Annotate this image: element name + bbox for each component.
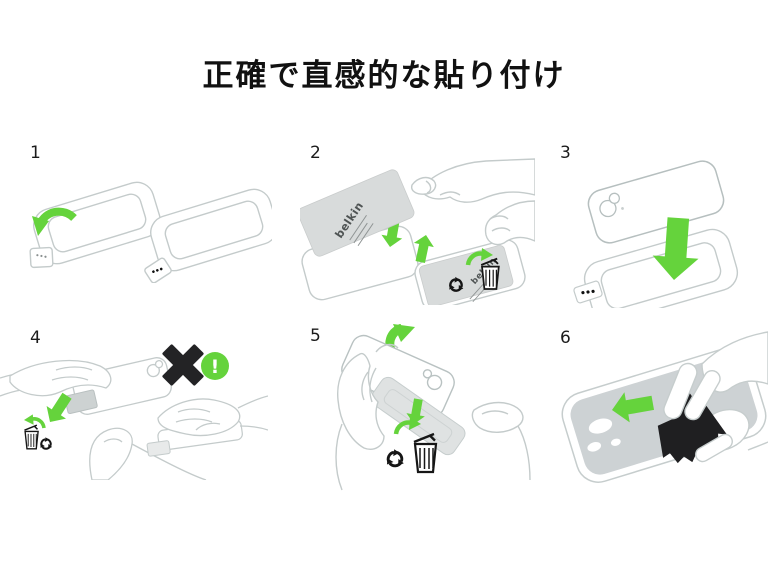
- step-2-illustration: belkin belkin: [300, 158, 535, 305]
- hand-illustration-2: [471, 401, 531, 481]
- hand-illustration-3: [157, 395, 268, 437]
- tray-flap-illustration: [573, 280, 603, 304]
- step-number-3: 3: [560, 143, 571, 163]
- hand-illustration-2: [89, 427, 207, 480]
- phone-with-liner-illustration: belkin: [414, 239, 526, 305]
- warning-mark: !: [211, 356, 220, 378]
- step-4-illustration: !: [0, 344, 268, 480]
- recycle-icon: [382, 447, 406, 470]
- step-5-illustration: [335, 324, 531, 491]
- hand-illustration: [9, 359, 112, 397]
- phone-back-illustration: [341, 334, 455, 418]
- flip-arrow-icon: [32, 207, 77, 236]
- step-number-4: 4: [30, 328, 41, 348]
- applicator-tray-closed-illustration: [29, 181, 161, 269]
- step-number-2: 2: [310, 143, 321, 163]
- step-3-illustration: [573, 160, 739, 308]
- bubble-highlights: [587, 418, 621, 452]
- step-6-illustration: [561, 331, 768, 483]
- step-number-1: 1: [30, 143, 41, 163]
- step-1-illustration: [29, 181, 272, 283]
- exclamation-circle-icon: !: [201, 352, 229, 380]
- step-number-5: 5: [310, 326, 321, 346]
- applicator-tray-open-illustration: [144, 188, 272, 283]
- phone-back-illustration: [587, 160, 725, 244]
- trash-can-icon: [23, 424, 39, 450]
- page-title: 正確で直感的な貼り付け: [202, 58, 566, 94]
- finger-illustrations: [663, 362, 733, 463]
- hand-illustration: [411, 158, 535, 203]
- hand-illustration: [335, 343, 399, 491]
- step-number-6: 6: [560, 328, 571, 348]
- recycle-icon: [37, 436, 54, 452]
- hand-illustration-2: [484, 200, 535, 246]
- x-icon: [162, 344, 204, 386]
- liner-illustration: belkin: [300, 169, 415, 257]
